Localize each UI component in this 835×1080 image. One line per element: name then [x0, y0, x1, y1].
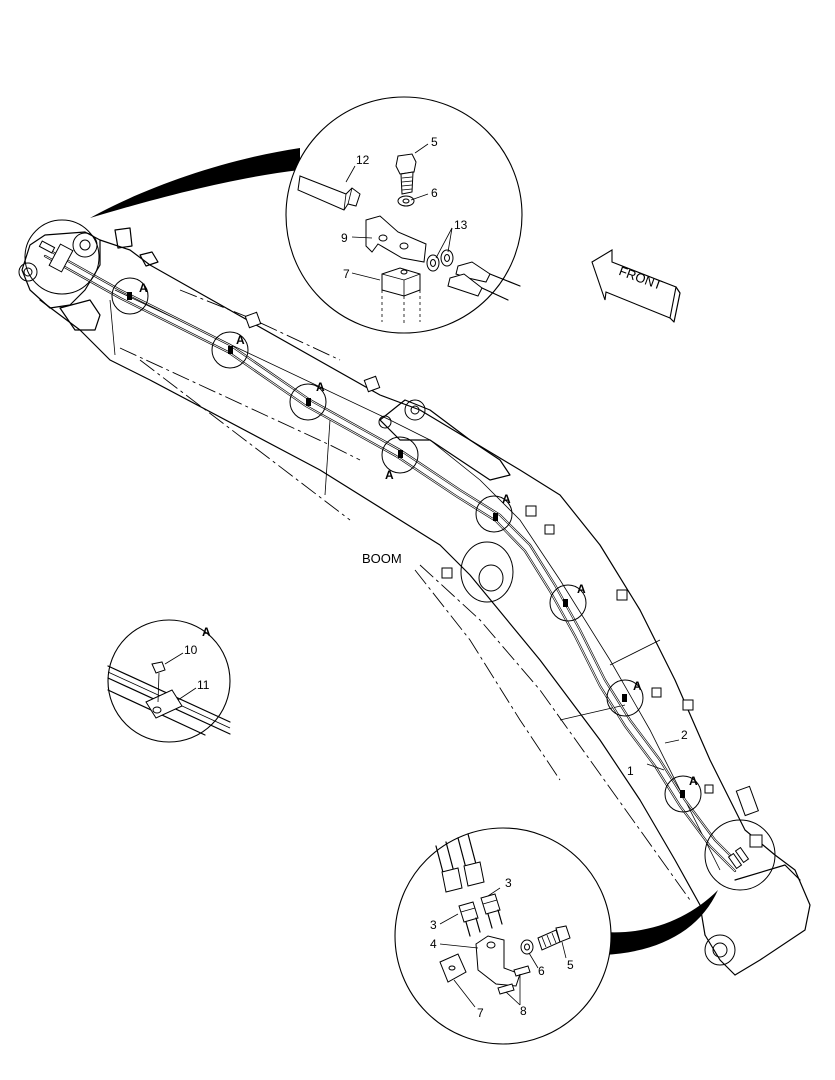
callout-12: 12	[356, 153, 370, 167]
callout-hose-2: 2	[681, 728, 688, 742]
boom-body	[18, 227, 811, 976]
callout-4: 4	[430, 937, 437, 951]
ref-a-label: A	[385, 468, 394, 482]
top-detail: 12 5 6 9 13 7	[90, 96, 523, 334]
ref-a-label: A	[139, 281, 148, 295]
callout-hose-1: 1	[627, 764, 634, 778]
detail-a-refs: A A A A A A A A	[139, 281, 698, 788]
callout-11: 11	[197, 678, 210, 692]
callout-3: 3	[505, 876, 512, 890]
detail-a: A 10 11	[107, 619, 231, 743]
callout-6: 6	[431, 186, 438, 200]
ref-a-label: A	[577, 582, 586, 596]
callout-8: 8	[520, 1004, 527, 1018]
callout-9: 9	[341, 231, 348, 245]
callout-6: 6	[538, 964, 545, 978]
callout-7: 7	[343, 267, 350, 281]
callout-10: 10	[184, 643, 198, 657]
callout-5: 5	[567, 958, 574, 972]
callout-13: 13	[454, 218, 468, 232]
ref-a-label: A	[236, 333, 245, 347]
bottom-detail: 3 3 4 6 5 7 8	[394, 827, 718, 1045]
callout-7: 7	[477, 1006, 484, 1020]
ref-a-label: A	[689, 774, 698, 788]
ref-a-label: A	[633, 679, 642, 693]
callout-5: 5	[431, 135, 438, 149]
ref-a-label: A	[316, 380, 325, 394]
clamp-location-circles	[24, 219, 776, 891]
hose-callouts: 1 2	[627, 728, 688, 778]
hose-assembly	[38, 240, 750, 873]
boom-label: BOOM	[362, 551, 402, 566]
front-arrow: FRONT	[591, 249, 681, 323]
detail-a-title: A	[202, 625, 211, 639]
callout-3: 3	[430, 918, 437, 932]
ref-a-label: A	[502, 492, 511, 506]
